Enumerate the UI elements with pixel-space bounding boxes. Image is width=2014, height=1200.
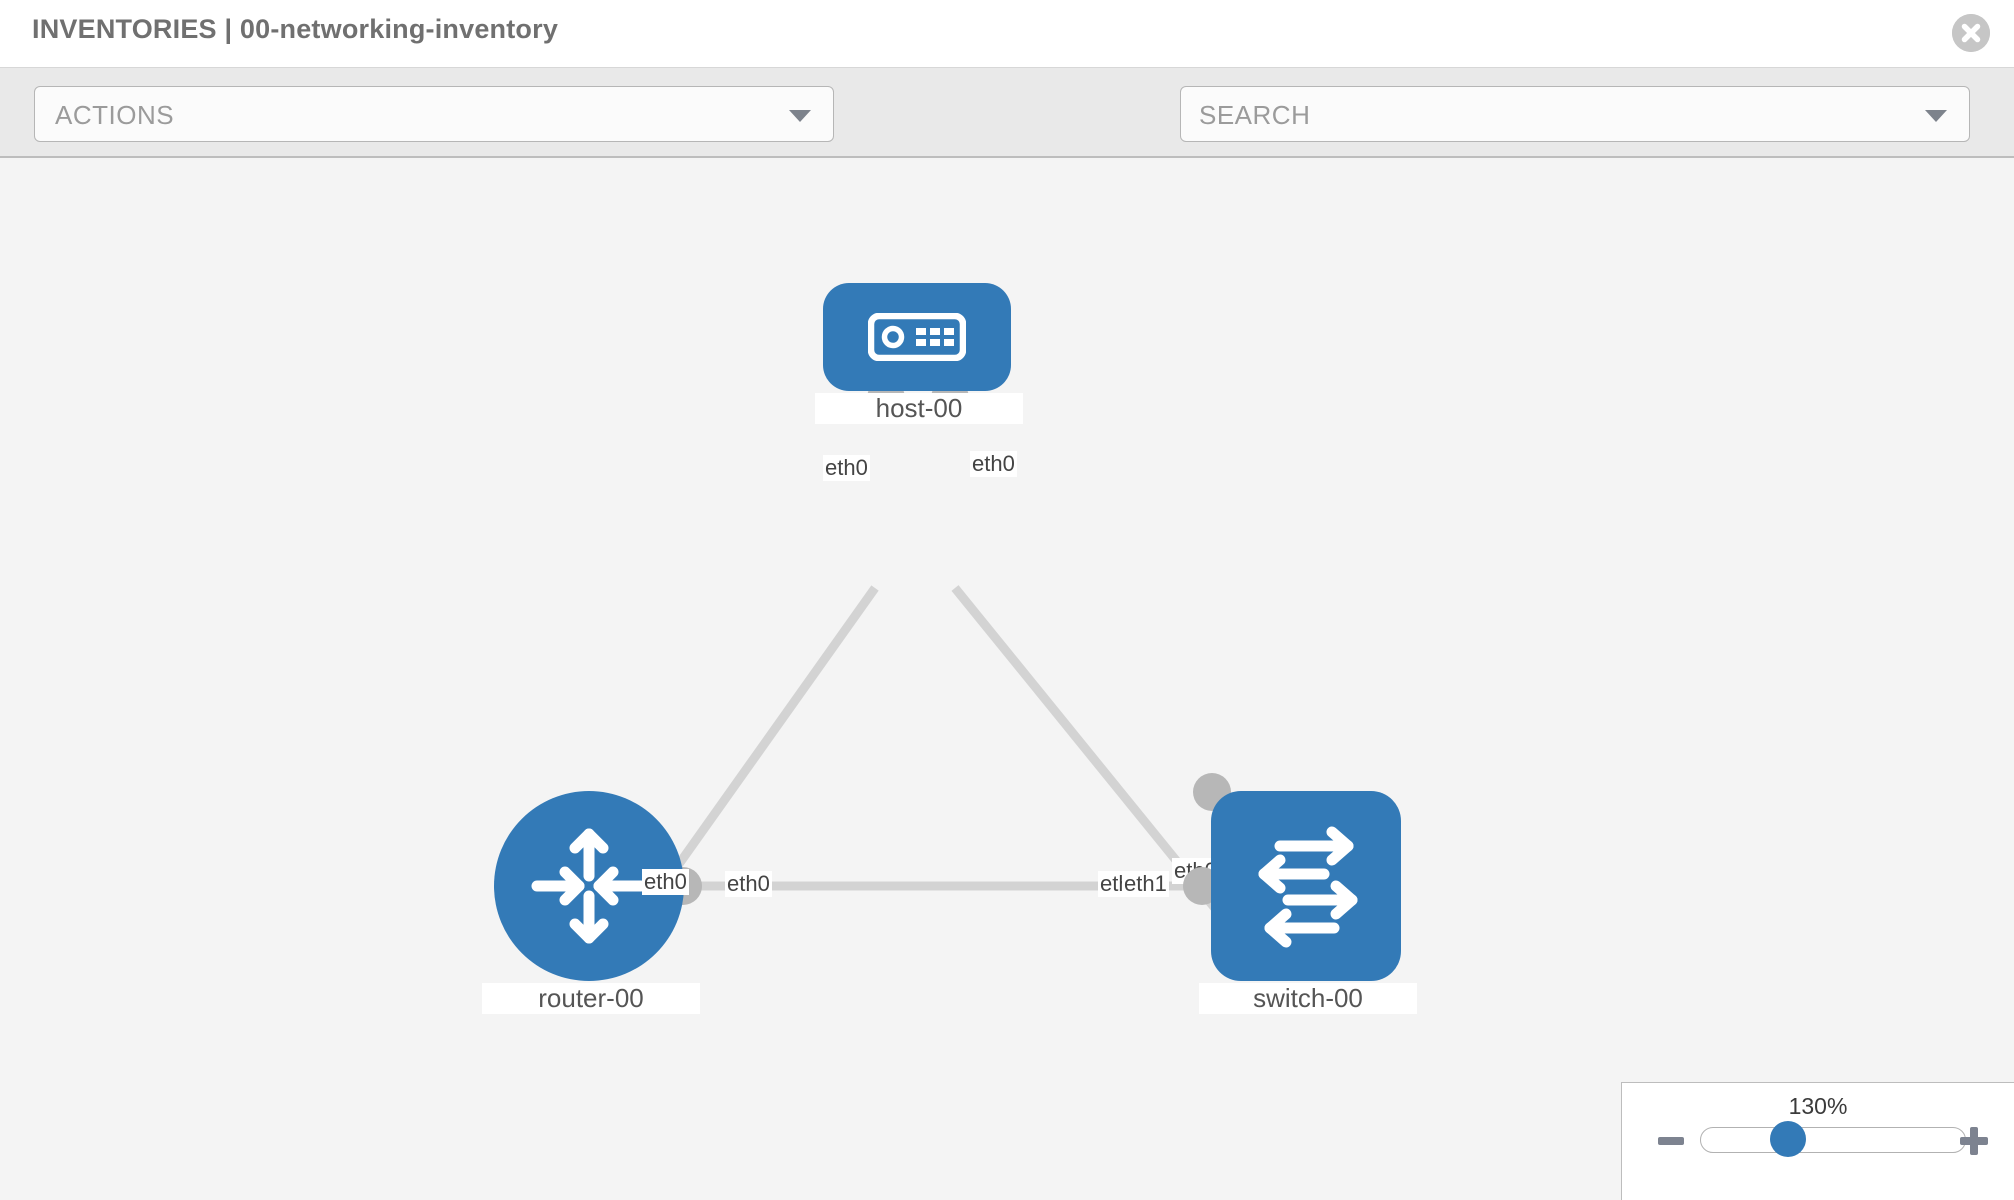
- iface-label-router-right: eth0: [725, 871, 772, 897]
- close-icon[interactable]: [1952, 14, 1990, 52]
- zoom-slider-thumb[interactable]: [1770, 1121, 1806, 1157]
- host-node-shape: [823, 283, 1011, 391]
- router-arrows-icon: [494, 791, 684, 981]
- chevron-down-icon[interactable]: [1925, 110, 1947, 122]
- iface-label-host-left: eth0: [823, 455, 870, 481]
- iface-label-router-up: eth0: [642, 869, 689, 895]
- server-icon: [823, 283, 1011, 391]
- minus-icon[interactable]: [1658, 1137, 1684, 1145]
- plus-icon[interactable]: [1960, 1127, 1988, 1155]
- toolbar: ACTIONS SEARCH: [0, 68, 2014, 197]
- iface-label-switch-left-b: eth1: [1122, 871, 1169, 897]
- page-title: INVENTORIES | 00-networking-inventory: [32, 14, 559, 44]
- iface-label-host-right: eth0: [970, 451, 1017, 477]
- chevron-down-icon: [789, 110, 811, 122]
- node-label-switch-00: switch-00: [1199, 983, 1417, 1014]
- search-placeholder: SEARCH: [1199, 100, 1311, 130]
- node-label-host-00: host-00: [815, 393, 1023, 424]
- switch-arrows-icon: [1211, 791, 1401, 981]
- node-label-router-00: router-00: [482, 983, 700, 1014]
- search-input[interactable]: SEARCH: [1180, 86, 1970, 142]
- actions-dropdown-label: ACTIONS: [55, 100, 175, 130]
- window-header: INVENTORIES | 00-networking-inventory: [0, 0, 2014, 68]
- zoom-control-panel: 130%: [1621, 1082, 2014, 1200]
- zoom-slider-track[interactable]: [1700, 1127, 1966, 1153]
- actions-dropdown[interactable]: ACTIONS: [34, 86, 834, 142]
- zoom-level-value: 130%: [1788, 1093, 1848, 1119]
- topology-canvas[interactable]: host-00 eth0 eth0: [0, 158, 2014, 1200]
- switch-node-shape: [1211, 791, 1401, 981]
